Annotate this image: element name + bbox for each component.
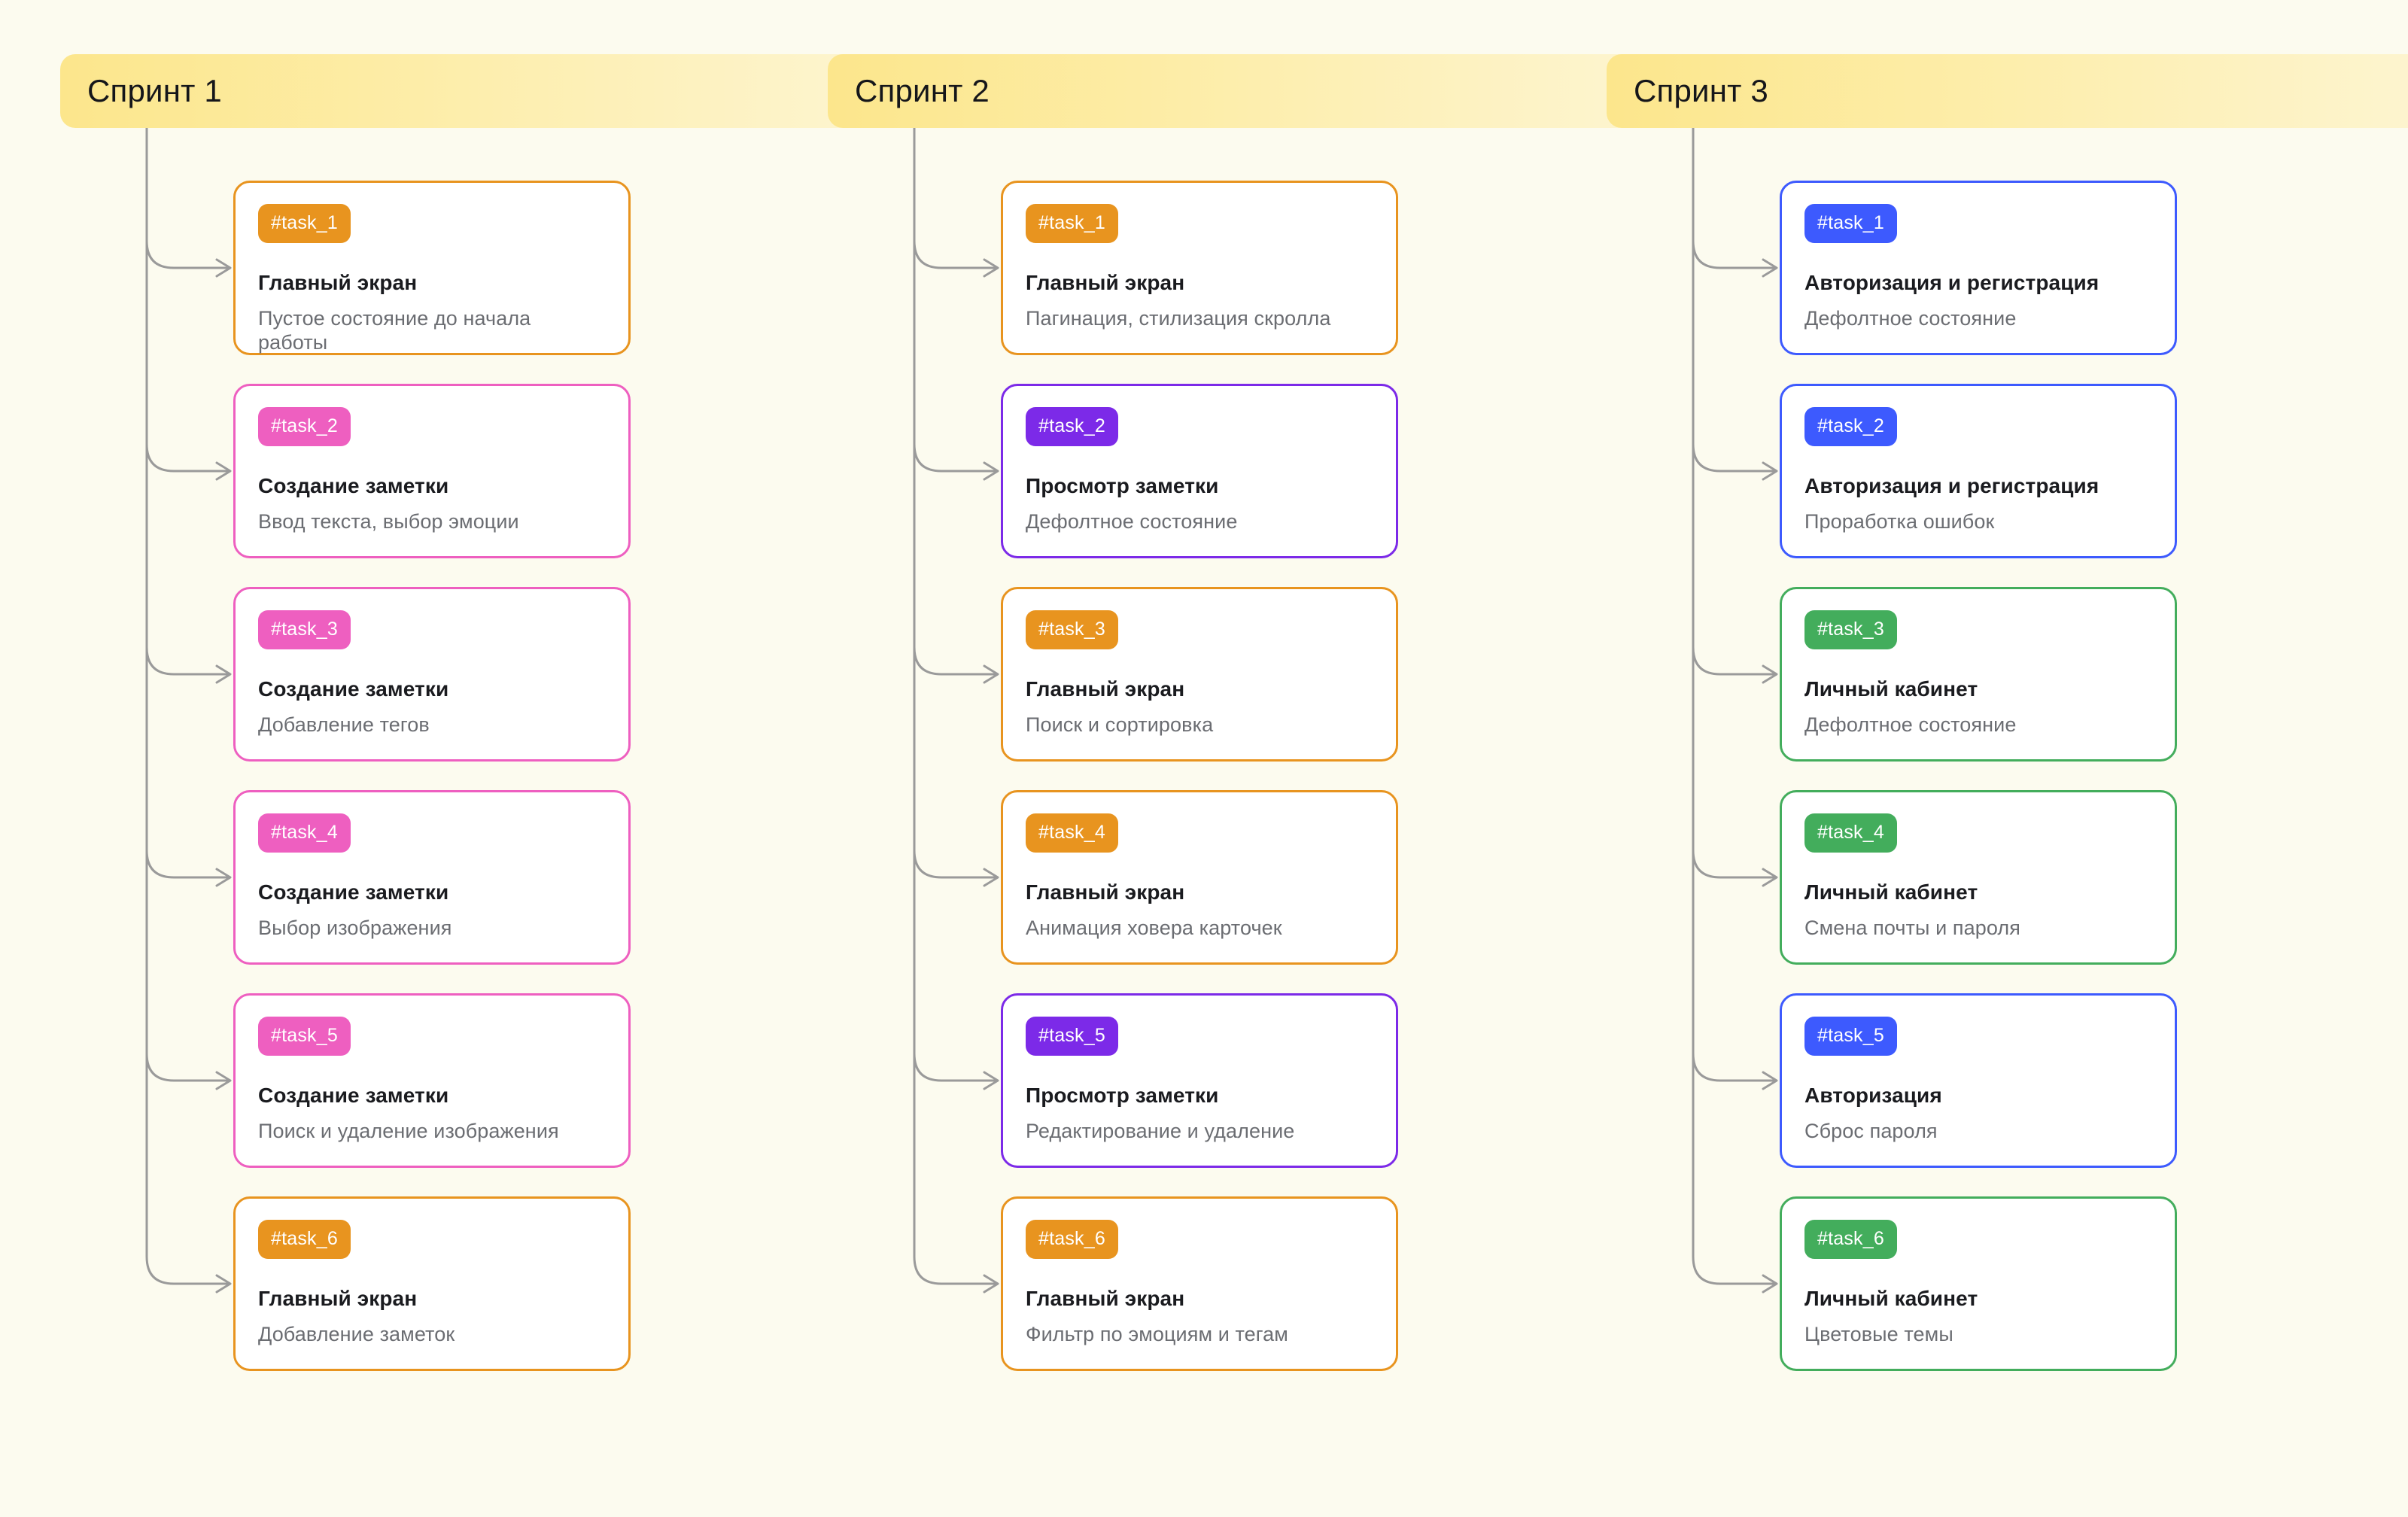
task-badge[interactable]: #task_6	[1026, 1220, 1118, 1259]
task-title: Главный экран	[258, 1287, 418, 1310]
task-badge[interactable]: #task_4	[1804, 813, 1897, 853]
task-title: Авторизация и регистрация	[1804, 474, 2099, 497]
task-subtitle: Поиск и сортировка	[1026, 713, 1214, 736]
sprint-title: Спринт 2	[855, 73, 990, 108]
task-title: Создание заметки	[258, 880, 449, 904]
task-badge[interactable]: #task_4	[258, 813, 351, 853]
task-badge[interactable]: #task_3	[1804, 610, 1897, 649]
task-subtitle: Дефолтное состояние	[1804, 713, 2017, 736]
sprint-title: Спринт 1	[87, 73, 222, 108]
task-subtitle: Редактирование и удаление	[1026, 1119, 1295, 1142]
task-title: Главный экран	[1026, 880, 1185, 904]
task-badge[interactable]: #task_2	[1804, 407, 1897, 446]
task-subtitle: Добавление тегов	[258, 713, 430, 736]
task-badge[interactable]: #task_5	[1804, 1017, 1897, 1056]
task-subtitle: Ввод текста, выбор эмоции	[258, 509, 519, 533]
task-badge[interactable]: #task_1	[258, 204, 351, 243]
task-subtitle: Пустое состояние до начала работы	[258, 306, 531, 354]
task-subtitle: Дефолтное состояние	[1804, 306, 2017, 330]
task-badge[interactable]: #task_4	[1026, 813, 1118, 853]
task-title: Авторизация	[1804, 1084, 1942, 1107]
task-title: Авторизация и регистрация	[1804, 271, 2099, 294]
task-title: Создание заметки	[258, 677, 449, 701]
task-badge[interactable]: #task_5	[1026, 1017, 1118, 1056]
task-title: Создание заметки	[258, 474, 449, 497]
task-subtitle: Выбор изображения	[258, 916, 452, 939]
task-title: Главный экран	[1026, 271, 1185, 294]
task-subtitle: Фильтр по эмоциям и тегам	[1026, 1322, 1288, 1345]
task-subtitle: Анимация ховера карточек	[1026, 916, 1282, 939]
task-title: Личный кабинет	[1804, 1287, 1978, 1310]
task-badge[interactable]: #task_6	[1804, 1220, 1897, 1259]
sprint-title: Спринт 3	[1634, 73, 1768, 108]
task-title: Личный кабинет	[1804, 677, 1978, 701]
task-badge[interactable]: #task_2	[258, 407, 351, 446]
sprint-header[interactable]: Спринт 3	[1607, 54, 2408, 128]
task-badge[interactable]: #task_5	[258, 1017, 351, 1056]
task-title: Личный кабинет	[1804, 880, 1978, 904]
task-badge[interactable]: #task_2	[1026, 407, 1118, 446]
task-title: Главный экран	[258, 271, 418, 294]
task-title: Главный экран	[1026, 677, 1185, 701]
task-badge[interactable]: #task_1	[1026, 204, 1118, 243]
task-subtitle: Смена почты и пароля	[1804, 916, 2020, 939]
task-subtitle: Дефолтное состояние	[1026, 509, 1238, 533]
task-badge[interactable]: #task_3	[258, 610, 351, 649]
task-title: Создание заметки	[258, 1084, 449, 1107]
task-badge[interactable]: #task_1	[1804, 204, 1897, 243]
task-subtitle: Цветовые темы	[1804, 1322, 1953, 1345]
task-badge[interactable]: #task_3	[1026, 610, 1118, 649]
task-subtitle: Проработка ошибок	[1804, 509, 1995, 533]
task-title: Просмотр заметки	[1026, 474, 1219, 497]
task-title: Главный экран	[1026, 1287, 1185, 1310]
task-subtitle: Поиск и удаление изображения	[258, 1119, 559, 1142]
task-badge[interactable]: #task_6	[258, 1220, 351, 1259]
task-title: Просмотр заметки	[1026, 1084, 1219, 1107]
task-subtitle: Добавление заметок	[258, 1322, 455, 1345]
task-subtitle: Пагинация, стилизация скролла	[1026, 306, 1331, 330]
task-subtitle: Сброс пароля	[1804, 1119, 1938, 1142]
